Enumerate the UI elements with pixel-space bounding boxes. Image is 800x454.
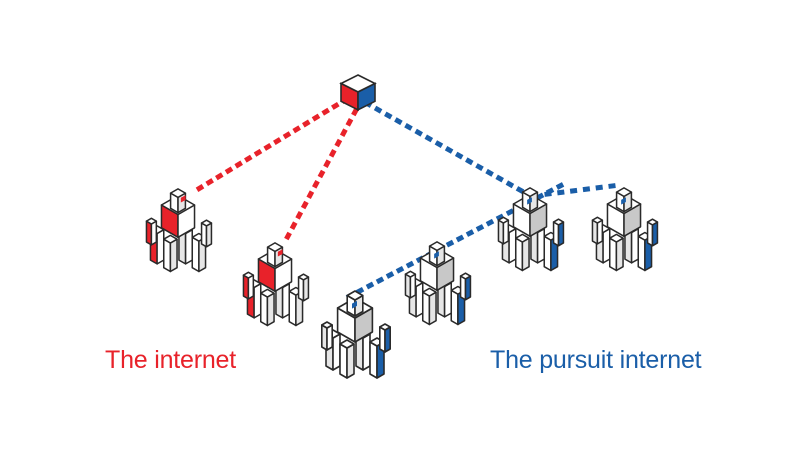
link-dash bbox=[321, 107, 330, 116]
link-dash bbox=[375, 276, 385, 285]
link-dash bbox=[195, 184, 205, 192]
link-dash bbox=[300, 200, 309, 210]
link-dash bbox=[485, 218, 495, 227]
link-dash bbox=[331, 101, 340, 110]
link-dash bbox=[311, 113, 321, 122]
link-dash bbox=[555, 182, 565, 190]
link-dash bbox=[495, 213, 505, 222]
link-dash bbox=[253, 148, 263, 157]
link-dash bbox=[302, 119, 311, 128]
link-dash bbox=[394, 117, 403, 126]
figure-blue-1 bbox=[320, 290, 392, 379]
link-dash bbox=[608, 183, 616, 189]
link-dash bbox=[373, 105, 383, 114]
link-dash bbox=[263, 142, 272, 151]
link-dash bbox=[424, 134, 434, 143]
link-dash bbox=[244, 154, 253, 163]
link-dash bbox=[306, 190, 315, 199]
link-dash bbox=[445, 239, 455, 248]
figure-blue-2 bbox=[404, 241, 472, 326]
cube-icon bbox=[339, 74, 377, 112]
link-dash bbox=[544, 191, 552, 197]
figure-mark bbox=[527, 197, 532, 205]
link-dash bbox=[295, 211, 304, 220]
figures-group bbox=[145, 187, 659, 379]
link-dash bbox=[384, 111, 393, 120]
link-figure-blue-4 bbox=[544, 183, 616, 197]
link-dash bbox=[323, 159, 331, 168]
link-dash bbox=[312, 180, 320, 189]
link-dash bbox=[284, 231, 292, 241]
connection-links bbox=[195, 96, 616, 300]
link-dash bbox=[455, 234, 465, 243]
link-dash bbox=[434, 140, 444, 148]
figure-mark bbox=[180, 195, 186, 203]
link-figure-blue-3 bbox=[363, 100, 525, 194]
link-dash bbox=[282, 131, 292, 140]
link-dash bbox=[224, 166, 234, 175]
link-figure-red-1 bbox=[195, 96, 350, 192]
link-dash bbox=[234, 160, 243, 169]
link-dash bbox=[495, 174, 504, 183]
link-dash bbox=[505, 180, 515, 189]
figure-mark bbox=[277, 249, 283, 257]
link-dash bbox=[557, 189, 565, 196]
link-dash bbox=[444, 146, 454, 154]
figure-mark bbox=[434, 251, 439, 259]
figure-blue-4 bbox=[591, 187, 659, 272]
cube-right-face bbox=[357, 82, 376, 112]
link-dash bbox=[569, 187, 578, 194]
link-dash bbox=[465, 229, 475, 237]
link-dash bbox=[414, 128, 423, 137]
link-dash bbox=[289, 221, 298, 230]
pursuit-internet-label: The pursuit internet bbox=[490, 346, 702, 374]
link-dash bbox=[334, 138, 343, 148]
link-dash bbox=[345, 118, 354, 127]
link-dash bbox=[365, 281, 375, 290]
link-dash bbox=[475, 224, 485, 232]
figure-red-1 bbox=[145, 188, 213, 273]
figure-red-2 bbox=[242, 242, 310, 327]
link-dash bbox=[205, 178, 214, 187]
link-dash bbox=[395, 265, 405, 274]
link-dash bbox=[273, 137, 282, 146]
link-dash bbox=[215, 172, 224, 181]
link-dash bbox=[595, 184, 603, 191]
link-dash bbox=[405, 260, 415, 269]
link-dash bbox=[505, 208, 515, 217]
link-dash bbox=[404, 123, 413, 131]
link-dash bbox=[328, 149, 337, 158]
link-dash bbox=[339, 128, 348, 137]
link-dash bbox=[465, 157, 474, 166]
link-dash bbox=[454, 151, 464, 160]
link-dash bbox=[485, 168, 494, 177]
figure-blue-3 bbox=[497, 187, 565, 272]
link-dash bbox=[317, 169, 326, 179]
link-dash bbox=[582, 186, 591, 193]
figure-mark bbox=[621, 197, 626, 205]
link-dash bbox=[292, 125, 301, 134]
figure-mark bbox=[352, 300, 357, 309]
link-dash bbox=[385, 271, 395, 279]
internet-label: The internet bbox=[105, 346, 237, 374]
link-dash bbox=[475, 163, 484, 171]
